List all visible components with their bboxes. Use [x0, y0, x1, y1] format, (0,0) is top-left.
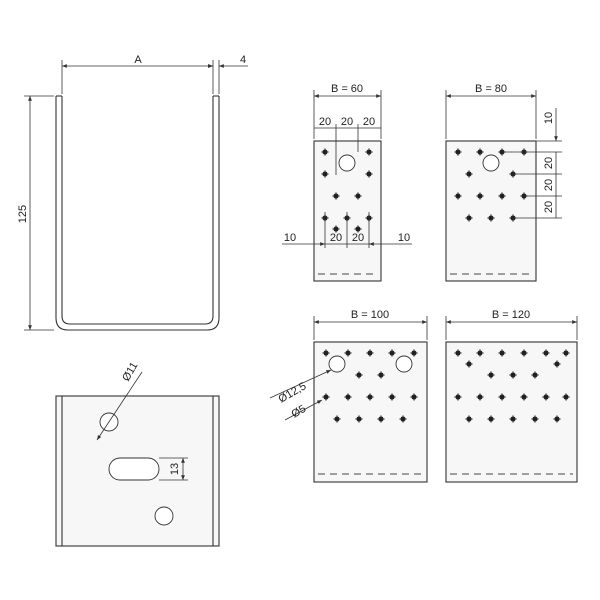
plate-b80: B = 80 10 20 20 20 [445, 83, 562, 282]
dim-20-a: 20 [319, 116, 331, 128]
dim-20-c: 20 [363, 116, 375, 128]
plate-b120: B = 120 [445, 309, 578, 483]
plate-b100: B = 100 Ø12,5 Ø5 [269, 309, 428, 483]
side-view-plate: Ø11 13 [55, 360, 220, 547]
dim-20-d: 20 [330, 232, 342, 244]
dim-10-top: 10 [543, 112, 555, 124]
u-bracket-front-view: A 4 125 [17, 54, 248, 331]
plate-b60: B = 60 20 20 20 10 20 20 10 [282, 83, 412, 282]
dim-hole-5-label: Ø5 [290, 403, 309, 421]
dim-thickness-label: 4 [240, 54, 246, 66]
label-b120: B = 120 [492, 309, 530, 321]
dim-20-b: 20 [341, 116, 353, 128]
dim-20-v3: 20 [543, 201, 555, 213]
slot-hole [108, 457, 160, 481]
u-bracket-outer [55, 96, 220, 331]
u-bracket-inner [61, 96, 214, 325]
dim-20-v1: 20 [543, 157, 555, 169]
dim-height-label: 125 [17, 205, 29, 223]
dim-20-v2: 20 [543, 179, 555, 191]
hole-11-bottom [154, 506, 174, 526]
dim-hole-125-label: Ø12,5 [277, 380, 309, 405]
hole-125-b100-left [328, 355, 346, 373]
hole-125-b60 [338, 154, 356, 172]
dim-10-right: 10 [398, 232, 410, 244]
hole-125-b100-right [395, 355, 413, 373]
label-b80: B = 80 [475, 83, 507, 95]
dim-slot-label: 13 [169, 463, 181, 475]
dim-a-label: A [134, 54, 142, 66]
label-b100: B = 100 [351, 309, 389, 321]
label-b60: B = 60 [331, 83, 363, 95]
dim-hole-11-label: Ø11 [120, 360, 140, 383]
hole-125-b80 [482, 154, 500, 172]
dim-20-e: 20 [352, 232, 364, 244]
dim-10-left: 10 [284, 232, 296, 244]
